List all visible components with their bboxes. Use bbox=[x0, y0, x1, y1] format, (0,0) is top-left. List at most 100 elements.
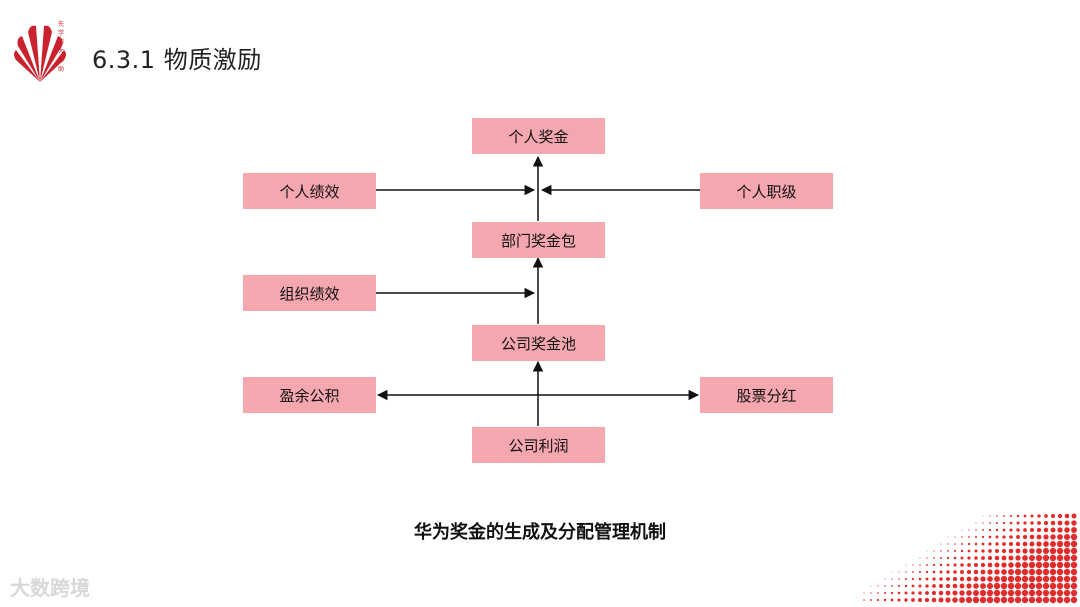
decor-dot bbox=[938, 597, 944, 603]
decor-dot bbox=[1037, 514, 1041, 518]
decor-dot bbox=[995, 549, 999, 553]
decor-dot bbox=[981, 535, 985, 539]
decor-dot bbox=[1028, 596, 1036, 604]
decor-dot bbox=[1030, 521, 1034, 525]
decor-dot bbox=[1044, 514, 1048, 518]
decor-dot bbox=[931, 597, 937, 603]
decor-dot bbox=[982, 529, 984, 531]
decor-dot bbox=[981, 549, 985, 553]
decor-dot bbox=[863, 592, 865, 594]
decor-dot bbox=[993, 589, 1001, 597]
decor-dot bbox=[959, 576, 965, 582]
company-logo-icon bbox=[14, 25, 66, 83]
decor-dot bbox=[1049, 589, 1057, 597]
decor-dot bbox=[1028, 589, 1036, 597]
decor-dot bbox=[1002, 535, 1006, 539]
decor-dot bbox=[1002, 542, 1006, 546]
decor-dot bbox=[972, 589, 980, 597]
decor-dot bbox=[975, 522, 977, 524]
node-personal-performance: 个人绩效 bbox=[243, 173, 376, 209]
decor-dot bbox=[954, 536, 956, 538]
decor-dot bbox=[1014, 589, 1022, 597]
node-stock-dividend: 股票分红 bbox=[700, 377, 833, 413]
decor-dot bbox=[1028, 568, 1036, 576]
decor-dot bbox=[952, 597, 958, 603]
decor-dot bbox=[960, 563, 964, 567]
decor-dot bbox=[940, 550, 942, 552]
decor-dot bbox=[890, 591, 894, 595]
decor-dot bbox=[1056, 547, 1064, 555]
decor-dot bbox=[1056, 568, 1064, 576]
decor-dot bbox=[1021, 582, 1029, 590]
decor-dot bbox=[919, 564, 921, 566]
decor-dot bbox=[1057, 534, 1063, 540]
decor-dot bbox=[1035, 568, 1043, 576]
decor-dot bbox=[904, 598, 908, 602]
page-title: 6.3.1 物质激励 bbox=[92, 46, 262, 74]
decor-dot bbox=[966, 583, 972, 589]
decor-dot bbox=[1056, 561, 1064, 569]
decor-dot bbox=[996, 522, 998, 524]
decor-dot bbox=[973, 583, 979, 589]
decor-dot bbox=[987, 555, 993, 561]
decor-dot bbox=[1000, 596, 1008, 604]
decor-dot bbox=[1042, 554, 1050, 562]
decor-dot bbox=[1049, 568, 1057, 576]
decor-dot bbox=[870, 599, 872, 601]
decor-dot bbox=[918, 577, 922, 581]
decor-dot bbox=[974, 556, 978, 560]
decor-dot bbox=[1021, 575, 1029, 583]
decor-dot bbox=[1016, 528, 1020, 532]
node-dept-bonus-pack: 部门奖金包 bbox=[472, 222, 605, 258]
decor-dot bbox=[1008, 541, 1014, 547]
decor-dot bbox=[996, 515, 998, 517]
decor-dot bbox=[1071, 527, 1077, 533]
decor-dot bbox=[1023, 528, 1027, 532]
decor-dot bbox=[953, 563, 957, 567]
decor-dot bbox=[1035, 554, 1043, 562]
decor-dot bbox=[1015, 562, 1021, 568]
decor-dot bbox=[994, 576, 1000, 582]
decor-dot bbox=[961, 536, 963, 538]
decor-dot bbox=[1008, 562, 1014, 568]
decor-dot bbox=[1063, 547, 1071, 555]
decor-dot bbox=[1063, 540, 1071, 548]
decor-dot bbox=[947, 550, 949, 552]
decor-dot bbox=[1009, 521, 1013, 525]
decor-dot bbox=[1050, 534, 1056, 540]
decor-dot bbox=[1029, 527, 1035, 533]
decor-dot bbox=[1016, 514, 1020, 518]
decor-dot bbox=[1042, 596, 1050, 604]
diagram-caption: 华为奖金的生成及分配管理机制 bbox=[414, 522, 666, 543]
decor-dot bbox=[959, 583, 965, 589]
decor-dot bbox=[1042, 582, 1050, 590]
decor-dot bbox=[1002, 521, 1006, 525]
decor-dot bbox=[953, 570, 957, 574]
decor-dot bbox=[1049, 582, 1057, 590]
decor-dot bbox=[980, 569, 986, 575]
decor-dot bbox=[986, 589, 994, 597]
decor-dot bbox=[979, 596, 987, 604]
decor-dot bbox=[1000, 589, 1008, 597]
decor-dot bbox=[911, 598, 915, 602]
decor-dot bbox=[993, 596, 1001, 604]
decor-dot bbox=[1057, 527, 1063, 533]
decor-dot bbox=[980, 583, 986, 589]
decor-dot bbox=[919, 557, 921, 559]
decor-dot bbox=[986, 596, 994, 604]
decor-dot bbox=[974, 535, 978, 539]
decor-dot bbox=[918, 584, 922, 588]
decor-dot bbox=[926, 564, 928, 566]
decor-dot bbox=[946, 563, 950, 567]
decor-dot bbox=[1070, 596, 1078, 604]
decor-dot bbox=[1056, 589, 1064, 597]
decor-dot bbox=[966, 569, 972, 575]
decor-dot bbox=[960, 556, 964, 560]
decor-dot bbox=[1057, 520, 1063, 526]
decor-dot bbox=[884, 585, 886, 587]
decor-dot bbox=[981, 542, 985, 546]
decor-dot bbox=[1016, 535, 1020, 539]
decor-dot bbox=[932, 563, 936, 567]
decor-dot bbox=[953, 549, 957, 553]
decor-dot bbox=[980, 562, 986, 568]
